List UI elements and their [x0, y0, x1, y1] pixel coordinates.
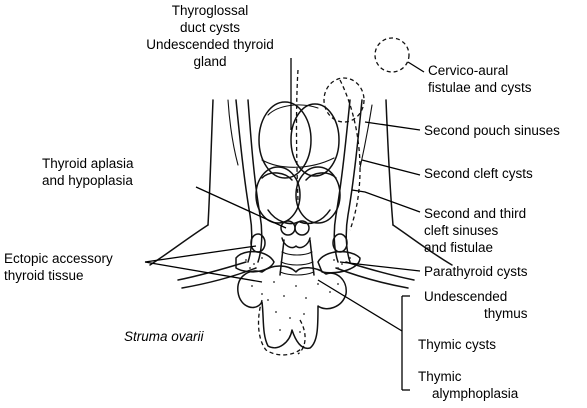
leader-cervico-aural: [407, 61, 425, 73]
label-cleft-sinuses: cleft sinuses: [424, 223, 499, 238]
leader-thyroid-aplasia: [195, 186, 287, 229]
label-parathyroid-cysts: Parathyroid cysts: [424, 264, 528, 279]
cervico-aural-cyst-circle: [374, 37, 410, 73]
second-cleft-cyst-outline: [323, 77, 365, 123]
label-ectopic-accessory: Ectopic accessory: [4, 251, 113, 266]
label-duct-cysts: duct cysts: [179, 20, 241, 35]
leader-second-cleft: [361, 159, 421, 176]
parathyroid-glands: [250, 233, 348, 253]
leader-ectopic-b: [144, 261, 263, 283]
label-thyroid-tissue: thyroid tissue: [4, 268, 84, 283]
label-alymphoplasia: alymphoplasia: [432, 386, 519, 401]
leader-second-pouch: [364, 121, 421, 131]
label-undescended: Undescended: [424, 289, 508, 304]
label-thyroglossal: Thyroglossal: [171, 3, 249, 18]
neck-outline: [149, 99, 453, 266]
leader-parathyroid: [339, 261, 421, 272]
label-and-hypoplasia: and hypoplasia: [42, 173, 133, 188]
label-and-fistulae: and fistulae: [424, 240, 494, 255]
label-second-cleft: Second cleft cysts: [424, 166, 533, 181]
label-thyroid-aplasia: Thyroid aplasia: [42, 156, 134, 171]
label-thymic: Thymic: [418, 369, 462, 384]
upper-thyroid-lobes: [258, 101, 340, 179]
right-vessels: [333, 99, 415, 289]
leader-lines: [144, 58, 425, 391]
leader-second-third: [351, 189, 421, 213]
thymus: [237, 265, 347, 350]
label-gland: gland: [193, 54, 227, 69]
label-second-pouch: Second pouch sinuses: [424, 123, 560, 138]
label-fistulae-cysts: fistulae and cysts: [428, 80, 532, 95]
label-thymic-cysts: Thymic cysts: [418, 337, 497, 352]
label-cervico-aural: Cervico-aural: [428, 63, 509, 78]
trachea: [279, 239, 315, 276]
label-undescended-thyroid: Undescended thyroid: [146, 37, 274, 52]
left-vessels: [177, 99, 263, 289]
dashed-outlines: [257, 37, 410, 356]
label-second-third: Second and third: [424, 206, 527, 221]
thyroid-gland: [255, 166, 341, 249]
leader-ectopic-a: [144, 245, 257, 263]
label-struma-ovarii: Struma ovarii: [124, 329, 204, 344]
leader-thymus: [317, 279, 403, 332]
label-thymus: thymus: [484, 306, 528, 321]
